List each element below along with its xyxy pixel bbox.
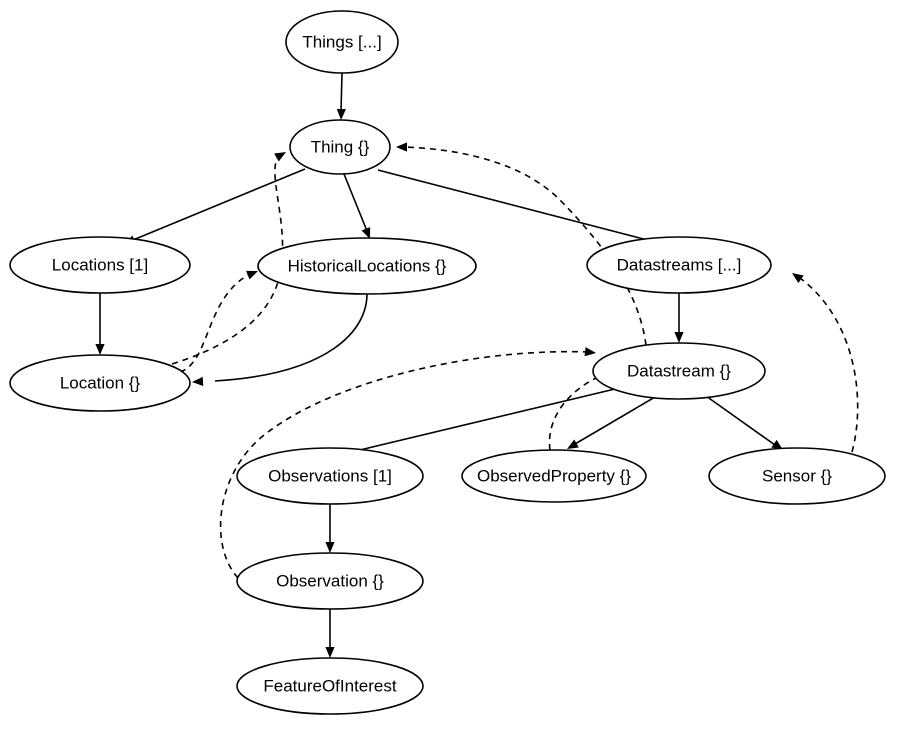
edge-datastream-to-thing: [396, 142, 647, 346]
node-shape-ellipse[interactable]: [289, 119, 391, 175]
arrowhead-icon: [771, 439, 783, 450]
node-locations[interactable]: Locations [1]: [9, 236, 191, 294]
node-thing[interactable]: Thing {}: [289, 119, 391, 175]
arrowhead-icon: [361, 227, 371, 239]
node-shape-ellipse[interactable]: [236, 657, 424, 715]
node-datastream[interactable]: Datastream {}: [592, 342, 766, 400]
node-shape-ellipse[interactable]: [708, 447, 886, 505]
edge-locations-to-location: [95, 293, 105, 355]
node-shape-ellipse[interactable]: [461, 449, 647, 503]
edge-line-solid: [377, 169, 660, 244]
edge-sensor-to-datastreams: [792, 273, 859, 453]
edge-datastream-to-observations: [351, 388, 616, 459]
edge-observation-to-featureofinterest: [325, 609, 335, 658]
node-shape-ellipse[interactable]: [9, 236, 191, 294]
node-shape-ellipse[interactable]: [9, 354, 191, 412]
node-featureofinterest[interactable]: FeatureOfInterest: [236, 657, 424, 715]
node-shape-ellipse[interactable]: [257, 237, 477, 295]
edge-observations-to-observation: [325, 504, 335, 553]
edge-line-dashed: [179, 274, 249, 373]
edge-thing-to-historicallocations: [343, 173, 371, 239]
edge-line-solid: [343, 173, 368, 232]
edges-layer: [95, 72, 859, 658]
arrowhead-icon: [274, 152, 286, 162]
edge-location-to-historicallocations: [179, 270, 258, 373]
edge-thing-to-locations: [124, 168, 306, 245]
node-observedproperty[interactable]: ObservedProperty {}: [461, 449, 647, 503]
arrowhead-icon: [584, 347, 596, 357]
edge-historicallocations-to-location: [192, 293, 368, 387]
edge-datastreams-to-datastream: [674, 293, 684, 343]
edge-line-solid: [132, 168, 306, 241]
edge-line-solid: [340, 72, 343, 113]
edge-thing-to-datastreams: [377, 169, 668, 248]
edge-line-solid: [574, 396, 656, 445]
arrowhead-icon: [674, 332, 684, 343]
edge-line-solid: [359, 388, 616, 451]
node-shape-ellipse[interactable]: [236, 552, 424, 610]
edge-datastream-to-observedproperty: [567, 396, 656, 449]
node-location[interactable]: Location {}: [9, 354, 191, 412]
arrowhead-icon: [792, 273, 804, 284]
arrowhead-icon: [567, 439, 579, 449]
arrowhead-icon: [192, 376, 204, 387]
edge-line-dashed: [548, 375, 601, 451]
edge-things-to-thing: [336, 72, 346, 120]
edge-line-dashed: [799, 277, 859, 453]
node-shape-ellipse[interactable]: [285, 10, 399, 74]
edge-line-solid: [705, 395, 776, 446]
edge-line-dashed: [219, 350, 589, 579]
edge-line-solid: [214, 293, 368, 382]
node-things[interactable]: Things [...]: [285, 10, 399, 74]
arrowhead-icon: [336, 108, 346, 120]
nodes-layer: Things [...] Thing {} Locations [1] Histori…: [9, 10, 886, 715]
node-datastreams[interactable]: Datastreams [...]: [586, 236, 772, 294]
arrowhead-icon: [396, 142, 407, 152]
edge-observation-to-datastream: [219, 347, 596, 579]
node-observation[interactable]: Observation {}: [236, 552, 424, 610]
node-sensor[interactable]: Sensor {}: [708, 447, 886, 505]
node-shape-ellipse[interactable]: [592, 342, 766, 400]
node-historicallocations[interactable]: HistoricalLocations {}: [257, 237, 477, 295]
node-observations[interactable]: Observations [1]: [236, 447, 424, 505]
edge-line-dashed: [403, 146, 647, 346]
node-shape-ellipse[interactable]: [586, 236, 772, 294]
edge-datastream-to-sensor: [705, 395, 783, 450]
arrowhead-icon: [246, 270, 258, 280]
arrowhead-icon: [95, 344, 105, 355]
node-shape-ellipse[interactable]: [236, 447, 424, 505]
arrowhead-icon: [325, 542, 335, 553]
arrowhead-icon: [325, 647, 335, 658]
